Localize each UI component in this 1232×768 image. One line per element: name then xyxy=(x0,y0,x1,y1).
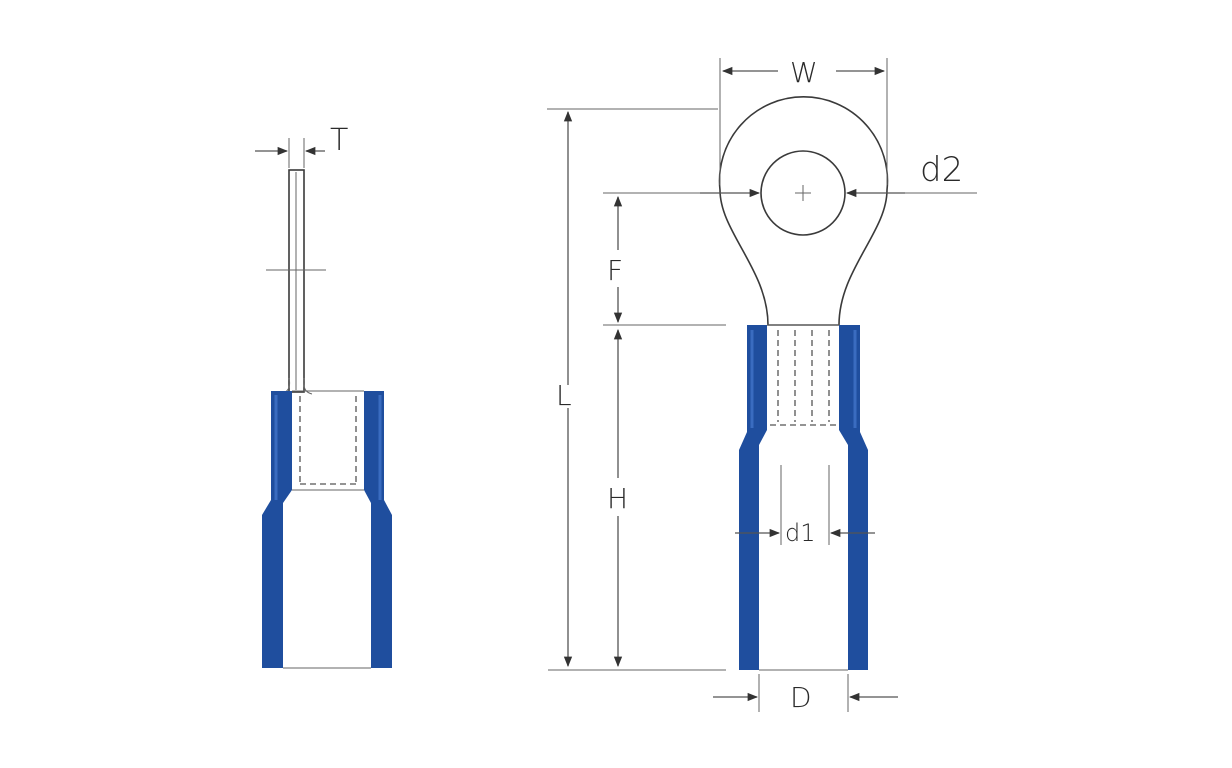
label-d1: d1 xyxy=(785,519,816,547)
label-D: D xyxy=(790,681,812,714)
front-insulation-right xyxy=(839,325,868,670)
label-W: W xyxy=(790,56,818,89)
label-F: F xyxy=(607,254,623,287)
label-d2: d2 xyxy=(920,150,963,190)
label-H: H xyxy=(607,482,628,515)
front-view: W d2 L F H d1 D xyxy=(547,56,977,714)
label-L: L xyxy=(556,379,572,412)
side-insulation-left xyxy=(262,391,292,668)
front-insulation-left xyxy=(739,325,767,670)
side-insulation-right xyxy=(364,391,392,668)
side-view: T xyxy=(255,123,392,669)
label-T: T xyxy=(330,123,348,158)
